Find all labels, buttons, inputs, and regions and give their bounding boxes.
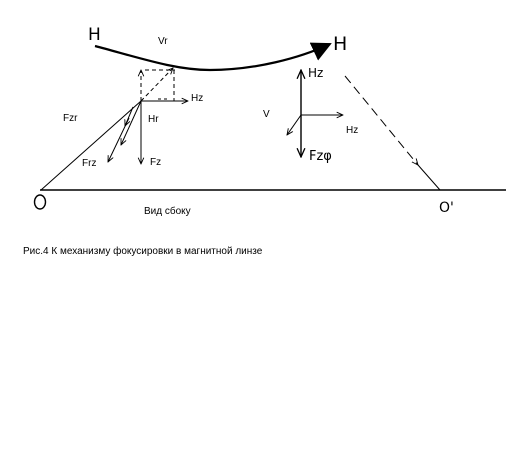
trajectory-line-right-dashed [344,75,418,165]
hz-label-top: Hz [308,66,323,80]
trajectory-line-right-solid [417,164,441,191]
origin-point-o [33,194,47,210]
image-point-label: O' [439,200,454,216]
fz-phi-label: Fzφ [309,149,332,164]
frz-label: Frz [82,158,96,169]
view-label: Вид сбоку [144,205,191,217]
fz-label: Fz [150,157,161,168]
v-vector [287,114,302,135]
v-label: V [263,109,270,120]
magnetic-field-line [94,42,332,72]
velocity-dashed-diagonal [140,68,173,102]
vr-label: Vr [158,36,168,47]
hz-label-right: Hz [346,125,358,136]
figure-caption: Рис.4 К механизму фокусировки в магнитно… [23,245,263,257]
h-label-left: H [88,25,101,45]
origin-label: O [35,207,36,209]
frz-vector-mini [125,106,134,126]
fzr-label: Fzr [63,113,78,124]
frz-vector-short [121,100,142,145]
h-label-right: H [333,33,347,55]
trajectory-line-left [40,100,142,191]
hz-label-left: Hz [191,93,203,104]
hr-label: Hr [148,114,159,125]
